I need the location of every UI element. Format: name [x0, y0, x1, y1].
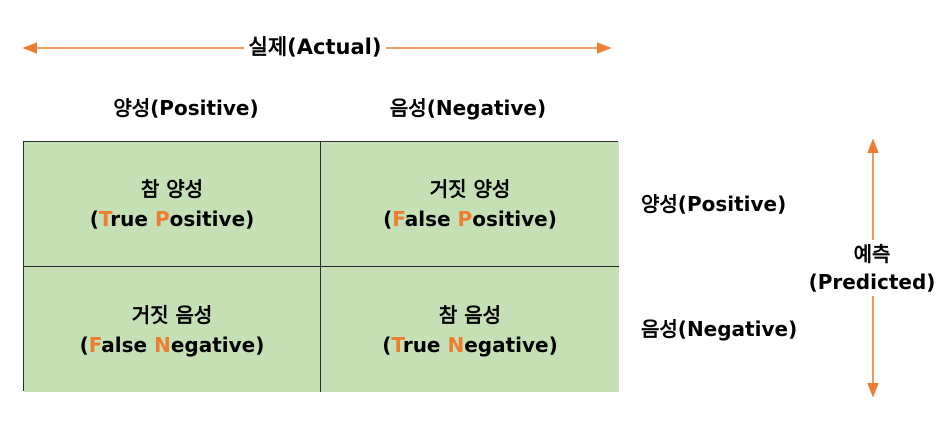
confusion-matrix: 참 양성 (True Positive) 거짓 양성 (False Positi…	[23, 141, 619, 392]
cell-english-label: (False Positive)	[383, 207, 557, 231]
highlight-initial: N	[154, 332, 171, 357]
cell-english-label: (True Negative)	[382, 332, 558, 357]
highlight-initial: P	[457, 207, 473, 231]
column-header-positive: 양성(Positive)	[113, 96, 259, 120]
row-header-negative: 음성(Negative)	[641, 317, 798, 341]
cell-korean-label: 참 양성	[140, 177, 204, 201]
highlight-initial: P	[154, 207, 170, 231]
predicted-title: 예측 (Predicted)	[808, 240, 936, 296]
cell-korean-label: 거짓 음성	[131, 302, 213, 327]
cell-false-negative: 거짓 음성 (False Negative)	[24, 267, 321, 392]
highlight-initial: F	[392, 207, 405, 231]
cell-english-label: (True Positive)	[89, 207, 255, 231]
cell-korean-label: 참 음성	[438, 302, 502, 327]
highlight-initial: T	[98, 207, 111, 231]
cell-english-label: (False Negative)	[79, 332, 265, 357]
cell-korean-label: 거짓 양성	[429, 177, 511, 201]
predicted-title-korean: 예측	[853, 242, 891, 266]
row-header-positive: 양성(Positive)	[641, 192, 787, 216]
actual-title: 실제(Actual)	[244, 34, 386, 60]
predicted-title-english: (Predicted)	[808, 270, 936, 294]
column-header-negative: 음성(Negative)	[389, 96, 547, 120]
cell-true-negative: 참 음성 (True Negative)	[321, 267, 619, 392]
highlight-initial: N	[447, 332, 465, 357]
highlight-initial: T	[391, 332, 403, 357]
cell-true-positive: 참 양성 (True Positive)	[24, 142, 321, 267]
highlight-initial: F	[88, 332, 102, 357]
cell-false-positive: 거짓 양성 (False Positive)	[321, 142, 619, 267]
